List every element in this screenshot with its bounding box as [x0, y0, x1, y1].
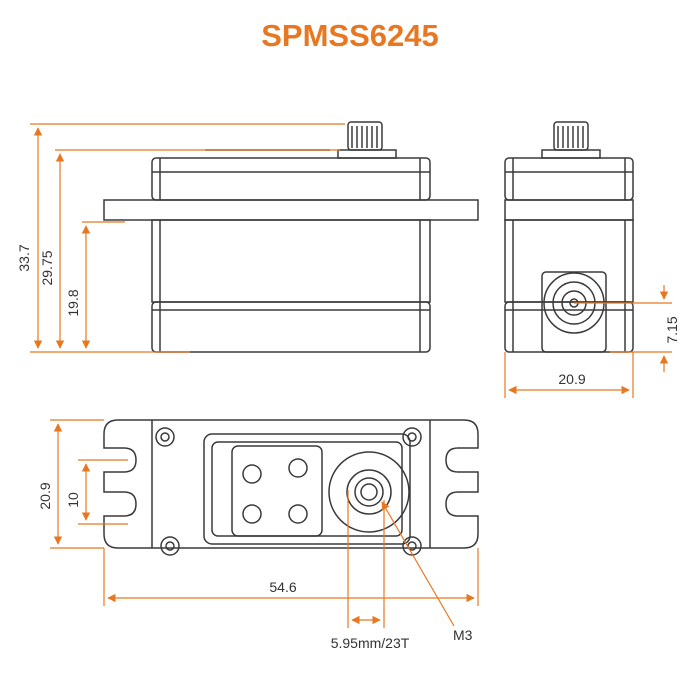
length-label: 54.6: [269, 579, 296, 595]
spline-label: 5.95mm/23T: [331, 635, 410, 651]
screw-label: M3: [453, 627, 473, 643]
front-bottom-cap: [151, 301, 431, 353]
depth-label: 20.9: [558, 371, 585, 387]
front-top-cap: [151, 157, 431, 201]
top-output-gear: [328, 451, 410, 533]
case-height-label: 29.75: [39, 250, 55, 285]
side-top-cap: [504, 157, 634, 201]
page-title: SPMSS6245: [261, 18, 439, 53]
front-view: [103, 121, 479, 353]
mount-height-label: 19.8: [65, 289, 81, 316]
top-dimension-lines: [50, 419, 479, 628]
top-screw-pad: [231, 445, 323, 537]
side-dimension-lines: [504, 285, 672, 398]
hole-spacing-label: 10: [65, 492, 81, 508]
front-body: [151, 219, 431, 303]
top-view-outline: [103, 419, 479, 549]
overall-height-label: 33.7: [16, 244, 32, 271]
top-inner-panel: [203, 433, 411, 545]
shaft-height-label: 7.15: [664, 316, 680, 343]
top-view: [103, 419, 479, 556]
front-mount-ears: [103, 199, 479, 221]
side-body: [504, 219, 634, 303]
side-mount-ear: [504, 199, 634, 221]
front-dimension-lines: [30, 123, 345, 353]
side-view: [504, 121, 634, 353]
side-output-boss: [541, 271, 607, 353]
top-width-label: 20.9: [37, 482, 53, 509]
